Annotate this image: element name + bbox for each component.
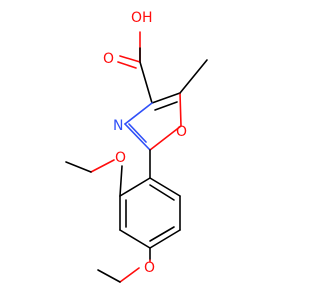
bond-ar2-o [119,165,123,197]
atom-label-ring-o: O [176,124,187,140]
bond-ar3-ar4 [119,229,151,249]
bond-c4-c5 [151,92,181,104]
atom-label-methoxy-o-para: O [144,260,155,276]
atom-label-methoxy-o-ortho: O [115,150,126,166]
bond-para-o-methyl [119,267,140,283]
atom-label-carbonyl-o: O [103,51,114,67]
bond-para-methyl [97,269,121,283]
bond-ortho-o-c [90,159,115,173]
bond-c2-n3 [124,123,151,151]
bond-c2-n3-inner [128,123,147,143]
bond-c-o-double-a [119,55,141,63]
bond-ar6-ar1-inner [149,184,175,201]
bond-c-o-double-b [117,61,137,69]
structure-diagram: OH O O N O O [65,10,208,283]
bond-c4-c5-inner [154,101,178,111]
bond-c4-cooh [139,61,153,104]
bond-ar4-ar5-inner [149,226,175,242]
bond-c5-methyl [179,59,208,94]
bond-ar4-ar5 [149,229,181,249]
bond-c5-o1 [179,92,182,127]
atom-label-oh: OH [131,10,153,26]
bond-ar6-ar1 [149,177,181,197]
bond-ortho-methyl [65,161,92,173]
bond-o1-c2 [149,125,182,151]
atom-label-ring-n: N [113,118,123,134]
bond-ar1-ar2 [119,177,151,197]
bond-n3-c4 [124,102,153,125]
